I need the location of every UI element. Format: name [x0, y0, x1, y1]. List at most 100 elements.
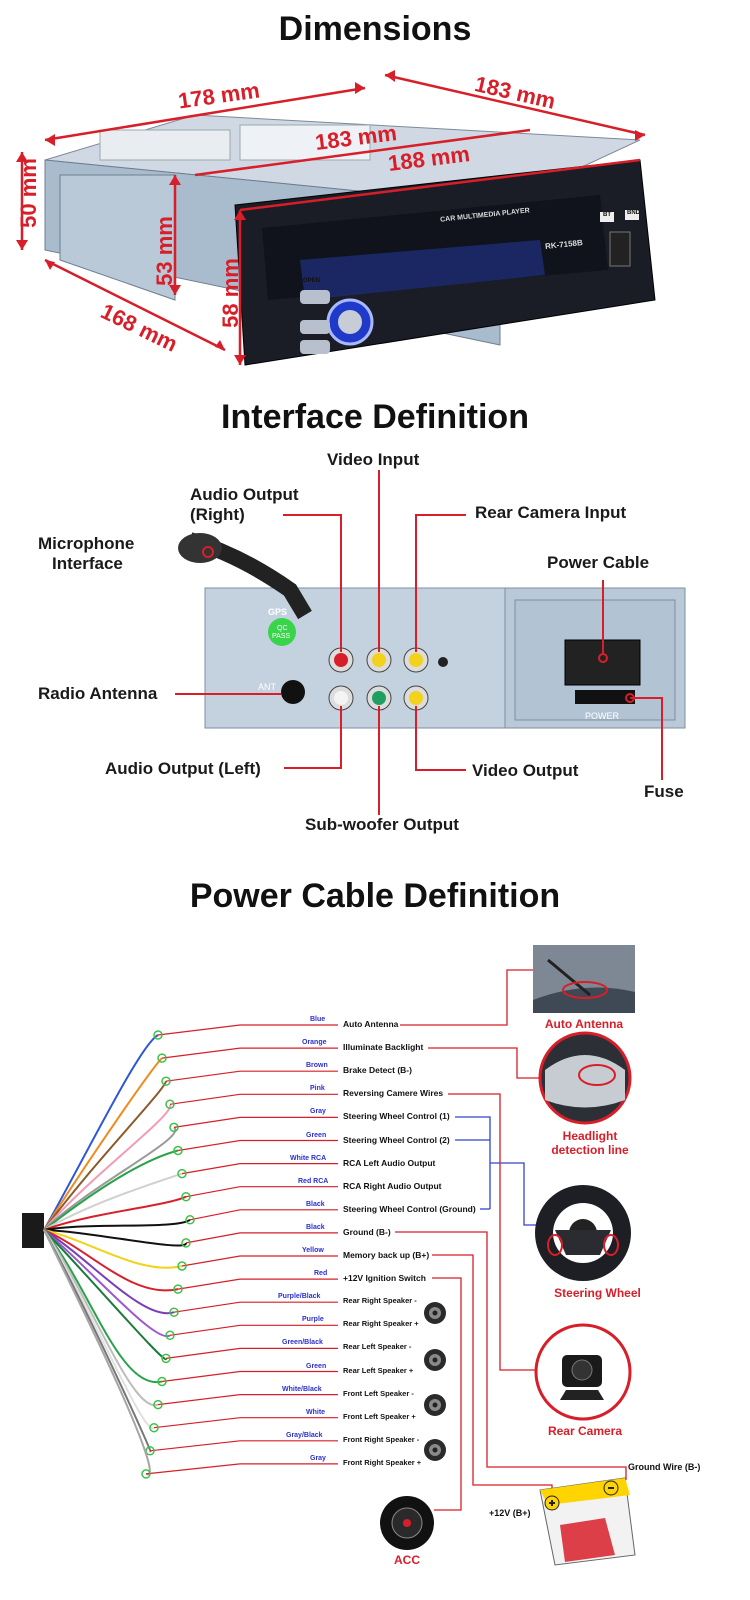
wire-marker-16 — [153, 1399, 163, 1410]
microphone-label-1: Microphone — [38, 534, 135, 553]
wire-leader-12 — [173, 1301, 338, 1313]
wire-function-label: Rear Right Speaker + — [343, 1319, 419, 1329]
wire-marker-2 — [161, 1076, 171, 1086]
wire-function-label: Brake Detect (B-) — [343, 1065, 412, 1076]
video-output-label: Video Output — [472, 761, 579, 780]
wire-marker-19 — [141, 1469, 151, 1479]
wire-color-label: White/Black — [282, 1385, 322, 1393]
wire-color-label: Purple — [302, 1316, 324, 1324]
panel-pass-text: PASS — [272, 633, 291, 640]
wire-16 — [43, 1229, 159, 1407]
wire-leader-2 — [165, 1070, 338, 1082]
wire-color-label: Red RCA — [298, 1177, 329, 1185]
wire-color-label: Pink — [310, 1085, 325, 1093]
speaker-icon-2 — [424, 1394, 446, 1416]
wire-color-label: Orange — [302, 1039, 327, 1047]
audio-output-right-label-1: Audio Output — [190, 485, 299, 504]
wire-color-label: Gray — [310, 1108, 326, 1116]
power-cable-title: Power Cable Definition — [189, 877, 561, 915]
wire-marker-3 — [165, 1099, 175, 1110]
speaker-icon-1 — [424, 1349, 446, 1371]
acc-caption: ACC — [394, 1553, 420, 1567]
wire-leader-5 — [177, 1139, 338, 1152]
wire-function-label: Steering Wheel Control (Ground) — [343, 1203, 476, 1214]
wire-function-label: Rear Left Speaker + — [343, 1365, 414, 1375]
peripheral-connection-6 — [448, 1093, 540, 1371]
wire-marker-0 — [153, 1030, 163, 1040]
wire-color-label: Brown — [306, 1062, 328, 1070]
wire-function-label: Ground (B-) — [343, 1226, 391, 1237]
wire-marker-15 — [157, 1376, 167, 1387]
wire-color-label: Black — [306, 1223, 325, 1231]
wire-marker-5 — [173, 1145, 183, 1156]
peripheral-connection-5 — [490, 1162, 540, 1226]
audio-output-right-label-2: (Right) — [190, 505, 245, 524]
wire-color-label: Gray — [310, 1454, 326, 1462]
wire-function-label: Memory back up (B+) — [343, 1250, 430, 1260]
wire-color-label: Gray/Black — [286, 1431, 323, 1439]
wire-6 — [43, 1172, 183, 1231]
device-band-button: BND — [627, 210, 640, 216]
wire-color-label: Green — [306, 1362, 327, 1370]
wire-11 — [43, 1229, 179, 1292]
wire-13 — [43, 1229, 171, 1338]
ground-wire-label: Ground Wire (B-) — [628, 1462, 701, 1472]
wire-leader-13 — [169, 1324, 338, 1336]
wire-leader-10 — [181, 1255, 338, 1267]
peripheral-connection-7 — [395, 1231, 627, 1480]
interface-illustration — [175, 470, 686, 815]
wire-leader-19 — [145, 1463, 338, 1475]
wire-marker-11 — [173, 1284, 183, 1294]
wire-leader-9 — [185, 1232, 338, 1244]
wire-leader-1 — [161, 1047, 338, 1059]
wire-function-label: Rear Right Speaker - — [343, 1296, 417, 1306]
steering-wheel-caption: Steering Wheel — [554, 1286, 641, 1300]
rear-camera-caption: Rear Camera — [547, 1424, 623, 1438]
wire-12 — [43, 1229, 175, 1315]
wire-3 — [43, 1103, 172, 1231]
wire-color-label: Green — [306, 1131, 327, 1139]
wire-7 — [43, 1195, 187, 1231]
wire-marker-13 — [165, 1330, 175, 1341]
wire-leader-8 — [189, 1209, 338, 1221]
wire-leader-4 — [173, 1116, 338, 1128]
wire-0 — [43, 1034, 159, 1231]
wire-leader-16 — [157, 1393, 338, 1406]
wire-marker-12 — [169, 1307, 179, 1317]
wire-color-label: Red — [314, 1270, 328, 1278]
wire-marker-4 — [169, 1122, 179, 1133]
dimensions-illustration — [16, 70, 656, 366]
wire-color-label: White RCA — [290, 1154, 327, 1162]
wire-marker-1 — [157, 1053, 167, 1063]
wire-function-label: Illuminate Backlight — [343, 1042, 424, 1053]
audio-output-left-label: Audio Output (Left) — [105, 759, 261, 778]
wire-function-label: Steering Wheel Control (1) — [343, 1111, 450, 1122]
wire-19 — [43, 1229, 151, 1476]
wire-2 — [43, 1080, 167, 1231]
wire-marker-17 — [149, 1422, 159, 1433]
wire-4 — [43, 1126, 177, 1231]
wire-leader-6 — [181, 1162, 338, 1175]
wire-leader-14 — [165, 1347, 338, 1359]
wire-marker-6 — [177, 1168, 187, 1179]
speaker-icon-3 — [424, 1439, 446, 1461]
wire-color-label: Yellow — [302, 1247, 324, 1254]
wire-function-label: RCA Right Audio Output — [343, 1180, 442, 1191]
device-open-button: OPEN — [303, 278, 321, 284]
wire-function-label: Front Left Speaker + — [343, 1411, 416, 1421]
wire-1 — [43, 1057, 163, 1231]
wire-color-label: Purple/Black — [278, 1293, 321, 1301]
power-cable-label: Power Cable — [547, 553, 650, 572]
wire-marker-10 — [177, 1261, 187, 1271]
wire-function-label: RCA Left Audio Output — [343, 1157, 436, 1168]
wire-function-label: Auto Antenna — [343, 1019, 399, 1029]
wire-5 — [43, 1149, 179, 1231]
device-bt-button: BT — [603, 212, 611, 218]
wire-marker-9 — [181, 1238, 191, 1248]
wire-leader-18 — [149, 1440, 338, 1452]
radio-antenna-label: Radio Antenna — [38, 684, 158, 703]
wire-leader-3 — [169, 1093, 338, 1105]
wire-15 — [43, 1229, 163, 1384]
